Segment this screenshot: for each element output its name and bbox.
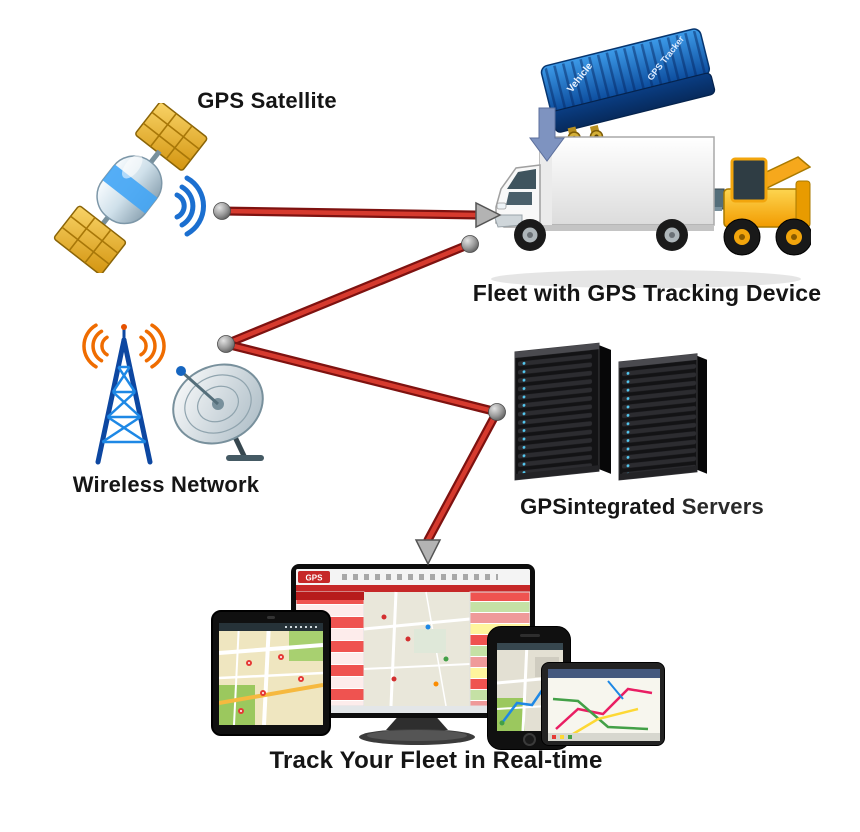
radio-tower-icon (95, 324, 153, 465)
tablet-map-screen (219, 623, 323, 725)
van-skirt (540, 225, 714, 231)
gps-tracker-device-icon: Vehicle GPS Tracker (540, 28, 716, 144)
navigator-btn-2 (560, 735, 564, 739)
dish-feed-arm (181, 370, 219, 406)
satellite-body-group (53, 103, 208, 273)
tower-antenna-tip (121, 324, 127, 330)
telehandler-cab (730, 157, 768, 203)
van-hub-rear (669, 232, 675, 238)
van-hub-front (527, 232, 533, 238)
signal-waves-icon (174, 175, 206, 237)
server-rack-left-side (599, 345, 611, 474)
navigator-bottombar (548, 733, 660, 741)
navigator-route-blue (607, 680, 624, 700)
dish-base (226, 455, 264, 461)
van-cargo-box (539, 136, 715, 226)
gps-satellite-label: GPS Satellite (197, 88, 337, 113)
software-logo-text: GPS (306, 574, 324, 583)
solar-panel-bottom-grid (61, 215, 119, 265)
line-satellite-fleet-edge (217, 206, 481, 220)
satellite-blue-band (102, 164, 158, 214)
phone-route-line (501, 682, 549, 724)
van-windshield (507, 169, 536, 189)
software-statusbar (296, 706, 530, 713)
satellite-highlight (122, 154, 143, 179)
servers-word-text: Servers (675, 494, 764, 519)
telehandler-icon (704, 156, 811, 256)
panel-strut-top (148, 149, 162, 164)
map-vehicle-markers (381, 614, 449, 687)
solar-panel-top-grid (142, 111, 200, 161)
software-menubar (296, 585, 530, 592)
wireless-network-illustration (82, 323, 264, 465)
satellite-dish-icon (172, 363, 264, 461)
navigator-btn-3 (568, 735, 572, 739)
dish-feed-horn (176, 366, 186, 376)
server-rack-left-front (514, 342, 600, 481)
navigator-map-bg (548, 669, 660, 741)
navigator-route-yellow (567, 707, 639, 739)
telehandler-hubcap-front (739, 234, 745, 240)
telehandler-hubcap-rear (791, 234, 797, 240)
tower-braces (101, 365, 147, 444)
gps-navigator-icon (541, 662, 665, 746)
tower-leg-left (95, 337, 127, 465)
navigator-topbar (548, 669, 660, 678)
tower-signal-arcs (82, 323, 166, 369)
servers-brand-text: GPSintegrated (520, 494, 676, 519)
van-box-shade (540, 137, 552, 225)
tracker-body-group: Vehicle GPS Tracker (540, 28, 716, 144)
server-rack-left-top-trim (515, 343, 599, 358)
navigator-route-green (552, 697, 649, 731)
server-rack-right-front (618, 353, 698, 481)
navigator-btn-1 (552, 735, 556, 739)
vehicle-list-header (296, 592, 364, 600)
server-rack-right-bottom-trim (619, 465, 697, 480)
phone-home-button (523, 733, 536, 746)
dish-stand (232, 435, 248, 460)
tracker-heatsink-fins (543, 31, 708, 111)
map-park-block (414, 629, 446, 653)
tablet-camera (267, 616, 275, 619)
phone-statusbar (497, 643, 563, 650)
fleet-illustration (491, 136, 811, 288)
van-side-window (506, 192, 532, 205)
navigator-route-magenta (555, 687, 653, 730)
down-arrow-icon (414, 539, 442, 566)
wireless-network-label: Wireless Network (72, 472, 260, 497)
map-roads (363, 591, 471, 707)
line-satellite-fleet (219, 208, 479, 218)
servers-label: GPSintegrated Servers (492, 494, 792, 520)
server-rack-right-side (697, 355, 707, 474)
server-rack-left (514, 342, 611, 481)
van-icon (493, 136, 715, 251)
tablet-icon (211, 610, 331, 736)
satellite-icon (53, 103, 208, 273)
tablet-map-markers (238, 654, 304, 714)
realtime-label: Track Your Fleet in Real-time (269, 747, 603, 774)
server-racks-illustration (514, 342, 707, 481)
line-servers-devices-edge (423, 407, 502, 545)
phone-speaker (520, 634, 540, 637)
monitor-stand-base-highlight (367, 730, 467, 741)
line-servers-devices (425, 409, 500, 543)
fleet-shadow (491, 270, 801, 288)
tablet-map-roads (219, 623, 323, 725)
tablet-map-park-1 (219, 685, 255, 725)
server-rack-right (618, 353, 707, 481)
navigator-map-screen (548, 669, 660, 741)
tablet-map-main-road (219, 683, 323, 705)
fleet-label: Fleet with GPS Tracking Device (472, 280, 822, 306)
tablet-statusbar (219, 623, 323, 631)
tower-leg-right (121, 337, 153, 465)
phone-start-marker (499, 720, 505, 726)
server-rack-right-top-trim (619, 353, 697, 368)
solar-panel-bottom (53, 205, 127, 273)
software-logo-badge (298, 571, 330, 583)
van-headlight (496, 202, 507, 210)
server-rack-left-bottom-trim (515, 465, 599, 480)
